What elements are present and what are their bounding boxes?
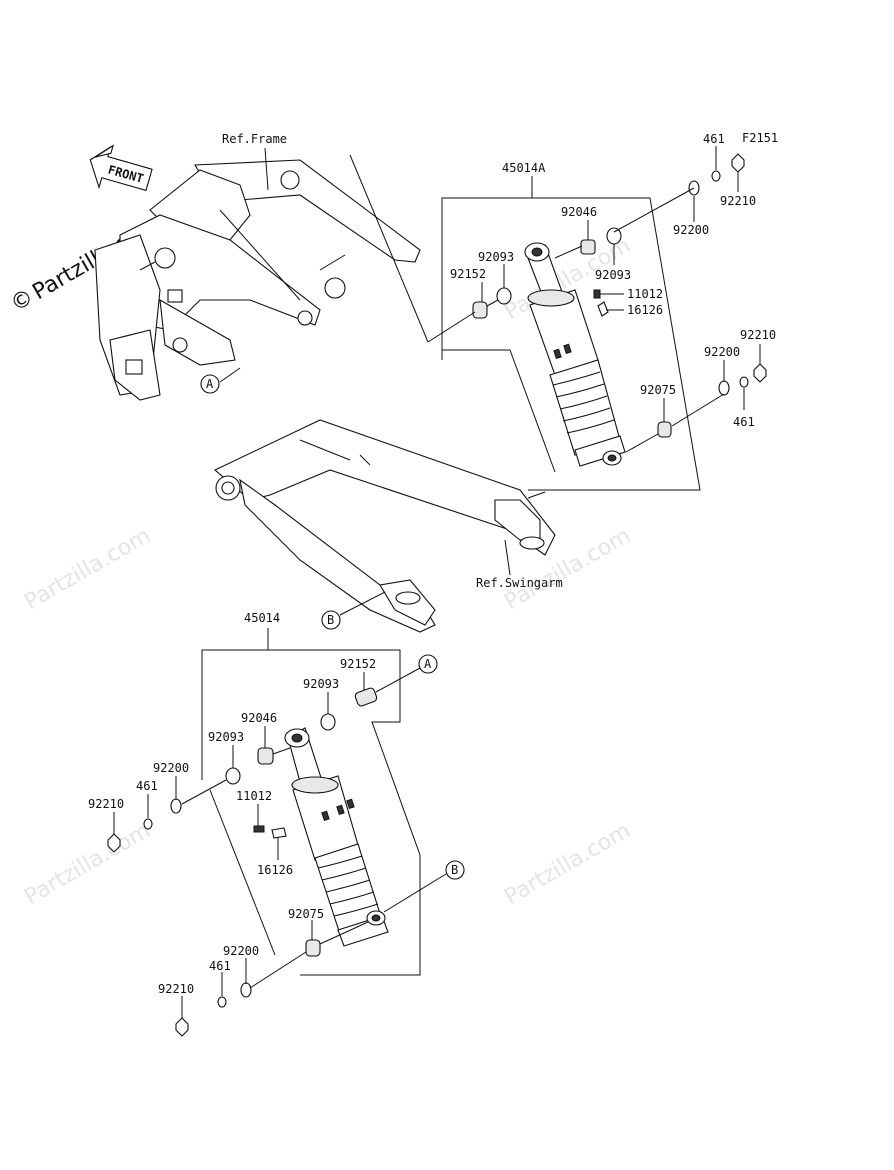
washer-461-lower-b bbox=[217, 996, 227, 1008]
label-lower-11012: 11012 bbox=[236, 789, 272, 803]
label-lower-92046: 92046 bbox=[241, 711, 277, 725]
label-upper-92046: 92046 bbox=[561, 205, 597, 219]
assembly-lower-bracket bbox=[201, 649, 421, 976]
label-lower-92093-a: 92093 bbox=[303, 677, 339, 691]
label-lower-92210-a: 92210 bbox=[88, 797, 124, 811]
fitting-11012-lower bbox=[253, 825, 265, 833]
callout-a-frame-text: A bbox=[206, 377, 214, 391]
fitting-11012-upper bbox=[593, 289, 601, 299]
label-lower-16126: 16126 bbox=[257, 863, 293, 877]
label-lower-92200-a: 92200 bbox=[153, 761, 189, 775]
assembly-lower-label: 45014 bbox=[244, 611, 280, 625]
callout-a-lower: A bbox=[418, 654, 438, 674]
collar-92152-upper bbox=[472, 301, 488, 319]
seal-92093-upper bbox=[606, 227, 622, 245]
label-upper-461-b: 461 bbox=[733, 415, 755, 429]
swingarm-illustration bbox=[213, 419, 556, 633]
frame-illustration bbox=[94, 159, 421, 401]
nut-92210-upper-b bbox=[753, 363, 767, 383]
upper-small-parts bbox=[427, 146, 767, 499]
callout-b-lower-text: B bbox=[451, 863, 458, 877]
washer-92200-lower-b bbox=[240, 982, 252, 998]
front-arrow: FRONT bbox=[89, 144, 153, 192]
fitting-16126-lower bbox=[271, 827, 287, 839]
washer-461-upper-b bbox=[739, 376, 749, 388]
label-upper-11012: 11012 bbox=[627, 287, 663, 301]
seal-92093-lower-b bbox=[225, 767, 241, 785]
callout-a-frame: A bbox=[200, 367, 241, 394]
bushing-92046-lower bbox=[257, 747, 274, 765]
label-upper-92200-b: 92200 bbox=[704, 345, 740, 359]
label-upper-461: 461 bbox=[703, 132, 725, 146]
washer-92200-lower-a bbox=[170, 798, 182, 814]
label-lower-92093-b: 92093 bbox=[208, 730, 244, 744]
label-lower-461-b: 461 bbox=[209, 959, 231, 973]
washer-461-upper bbox=[711, 170, 721, 182]
collar-92152-lower bbox=[354, 687, 378, 707]
label-lower-92210-b: 92210 bbox=[158, 982, 194, 996]
seal-92093-lower-a bbox=[320, 713, 336, 731]
nut-92210-upper bbox=[731, 153, 745, 173]
bushing-92046-upper bbox=[580, 239, 596, 255]
label-upper-92075: 92075 bbox=[640, 383, 676, 397]
label-upper-92200-a: 92200 bbox=[673, 223, 709, 237]
figure-code: F2151 bbox=[742, 131, 778, 145]
label-upper-92093-a: 92093 bbox=[478, 250, 514, 264]
ref-frame-label: Ref.Frame bbox=[222, 132, 287, 146]
collar-92075-upper bbox=[657, 421, 672, 438]
label-lower-461-a: 461 bbox=[136, 779, 158, 793]
label-upper-92210-a: 92210 bbox=[720, 194, 756, 208]
callout-b-swingarm-text: B bbox=[327, 613, 334, 627]
fitting-16126-upper bbox=[597, 301, 609, 317]
label-upper-92210-b: 92210 bbox=[740, 328, 776, 342]
watermark-right-low: Partzilla.com bbox=[501, 818, 635, 910]
label-upper-92093-b: 92093 bbox=[595, 268, 631, 282]
shock-absorber-lower bbox=[284, 727, 389, 947]
watermark-left-low: Partzilla.com bbox=[21, 818, 155, 910]
callout-b-swingarm: B bbox=[321, 591, 386, 630]
ref-swingarm-label: Ref.Swingarm bbox=[476, 576, 563, 590]
label-upper-16126: 16126 bbox=[627, 303, 663, 317]
callout-a-lower-text: A bbox=[424, 657, 432, 671]
label-upper-92152: 92152 bbox=[450, 267, 486, 281]
callout-b-lower: B bbox=[445, 860, 465, 880]
label-lower-92075: 92075 bbox=[288, 907, 324, 921]
seal-92093-upper-b bbox=[496, 287, 512, 305]
shock-absorber-upper bbox=[524, 242, 626, 467]
label-lower-92200-b: 92200 bbox=[223, 944, 259, 958]
nut-92210-lower-b bbox=[175, 1017, 189, 1037]
washer-461-lower-a bbox=[143, 818, 153, 830]
assembly-upper-bracket bbox=[441, 197, 701, 491]
watermark-left-mid: Partzilla.com bbox=[21, 523, 155, 615]
label-lower-92152: 92152 bbox=[340, 657, 376, 671]
collar-92075-lower bbox=[305, 939, 321, 957]
lower-small-parts bbox=[107, 667, 447, 1037]
assembly-upper-label: 45014A bbox=[502, 161, 546, 175]
washer-92200-upper-b bbox=[718, 380, 730, 396]
